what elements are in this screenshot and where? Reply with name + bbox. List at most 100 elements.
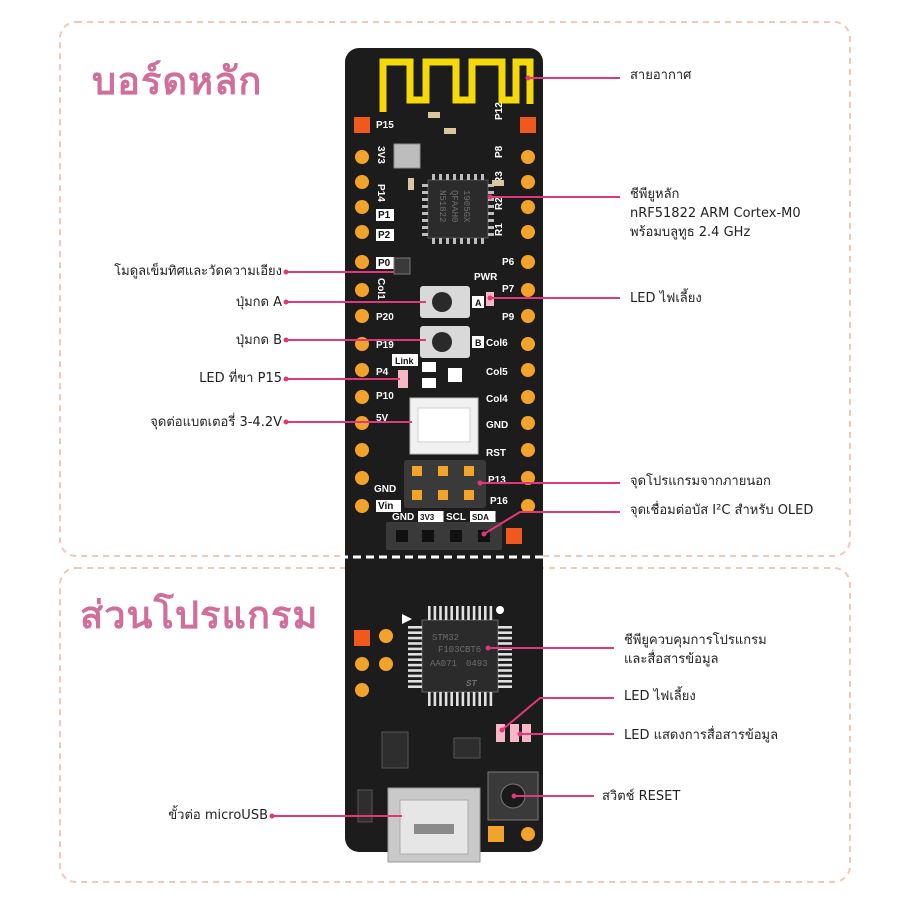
callout-dot <box>517 731 523 737</box>
component-crystal <box>393 143 421 169</box>
reset-switch[interactable] <box>487 771 539 821</box>
right-pin-pads <box>520 117 536 513</box>
chip-leg <box>439 692 442 706</box>
callout-main-chip-line1: ชีพียูหลัก <box>630 187 680 202</box>
chip-leg <box>488 184 494 187</box>
callout-dot <box>283 376 289 382</box>
right-pin-label: R1 <box>494 223 505 236</box>
right-pin-label: PWR <box>474 272 498 283</box>
left-pad <box>355 309 369 323</box>
left-pad <box>355 499 369 513</box>
callout-line <box>483 511 620 535</box>
right-pin-label: GND <box>486 420 508 431</box>
left-pad <box>355 150 369 164</box>
left-pin-label: 3V3 <box>375 146 386 164</box>
callout-compass: โมดูลเข็มทิศและวัดความเอียง <box>114 264 282 279</box>
chip-leg <box>439 238 442 244</box>
callout-dot <box>269 813 275 819</box>
chip-leg <box>478 606 481 620</box>
left-pin-label: P19 <box>376 340 394 351</box>
chip-leg <box>432 174 435 180</box>
right-pin-label: P12 <box>494 102 505 120</box>
prog-chip-text-4: 0493 <box>466 659 488 669</box>
programmer-chip: STM32 F103CBT6 AA071 0493 ST <box>408 606 512 706</box>
button-b-mark: B <box>475 338 482 348</box>
callout-dot <box>487 194 493 200</box>
right-pin-label: P13 <box>488 475 506 486</box>
left-pin-label: P1 <box>378 210 391 221</box>
callout-dot <box>525 75 531 81</box>
right-pin-label: Col5 <box>486 367 508 378</box>
main-chip-text-3: 1905GX <box>461 190 471 223</box>
header-label-box <box>470 511 496 522</box>
pin1-marker <box>402 614 412 624</box>
button-b-mark-box <box>472 336 484 348</box>
left-pad <box>355 363 369 377</box>
chip-leg <box>408 642 422 645</box>
chip-leg <box>422 184 428 187</box>
callout-main-chip-line3: พร้อมบลูทูธ 2.4 GHz <box>630 224 751 240</box>
left-pin-label: P10 <box>376 391 394 402</box>
battery-connector <box>409 397 479 455</box>
right-pin-label: Col6 <box>486 338 508 349</box>
chip-leg <box>461 606 465 620</box>
component-smd-3 <box>408 178 414 190</box>
comm-led-1 <box>510 724 519 742</box>
chip-leg <box>428 692 431 706</box>
left-pad <box>355 200 369 214</box>
main-chip-legs <box>422 174 494 244</box>
left-pad <box>355 175 369 189</box>
right-pad <box>521 283 535 297</box>
callout-lines <box>269 75 620 819</box>
left-pad <box>355 471 369 485</box>
right-pad <box>521 200 535 214</box>
chip-leg <box>481 174 484 180</box>
chip-leg <box>484 606 487 620</box>
callout-dot <box>499 727 505 733</box>
left-pin-label: Col1 <box>375 278 386 300</box>
chip-leg <box>439 174 442 180</box>
chip-leg <box>478 692 481 706</box>
main-chip-text-1: N51822 <box>437 190 447 222</box>
right-pad <box>521 175 535 189</box>
left-pad <box>355 443 369 457</box>
prog-pad-3 <box>379 629 393 643</box>
chip-leg <box>422 233 428 236</box>
right-pin-label: P16 <box>490 496 508 507</box>
left-pin-box <box>376 209 394 221</box>
chip-leg <box>488 219 494 222</box>
chip-leg <box>456 692 459 706</box>
chip-leg <box>498 653 512 656</box>
callout-led-p15: LED ที่ขา P15 <box>199 371 282 386</box>
mosfet <box>453 737 481 759</box>
left-pad <box>355 283 369 297</box>
programmer-section-title: ส่วนโปรแกรม <box>80 593 319 637</box>
chip-leg <box>460 238 463 244</box>
chip-leg <box>444 606 448 620</box>
right-pad <box>521 390 535 404</box>
right-pad <box>521 309 535 323</box>
callout-dot <box>481 531 487 537</box>
callout-main-chip: ชีพียูหลัก nRF51822 ARM Cortex-M0 พร้อมบ… <box>630 186 801 243</box>
callout-battery: จุดต่อแบตเตอรี่ 3-4.2V <box>150 415 282 430</box>
chip-leg <box>453 174 456 180</box>
button-b[interactable] <box>420 326 470 358</box>
chip-leg <box>408 669 422 672</box>
right-pad <box>521 416 535 430</box>
ext-programming-header <box>404 460 486 508</box>
header-label: GND <box>392 512 414 523</box>
prog-chip-text-2: F103CBT6 <box>438 645 481 655</box>
chip-leg <box>408 631 422 634</box>
button-a[interactable] <box>420 286 470 318</box>
prog-chip-text-3: AA071 <box>430 659 457 669</box>
chip-dot <box>496 606 504 614</box>
main-cpu-chip: N51822 QFAAH0 1905GX <box>422 174 494 244</box>
right-pin-label: P9 <box>502 312 515 323</box>
chip-leg <box>408 626 422 629</box>
chip-leg <box>467 174 470 180</box>
chip-leg <box>472 606 476 620</box>
chip-leg <box>488 233 494 236</box>
led-p15 <box>398 370 408 388</box>
callout-prog-chip: ชีพียูควบคุมการโปรแกรม และสื่อสารข้อมูล <box>624 632 767 670</box>
